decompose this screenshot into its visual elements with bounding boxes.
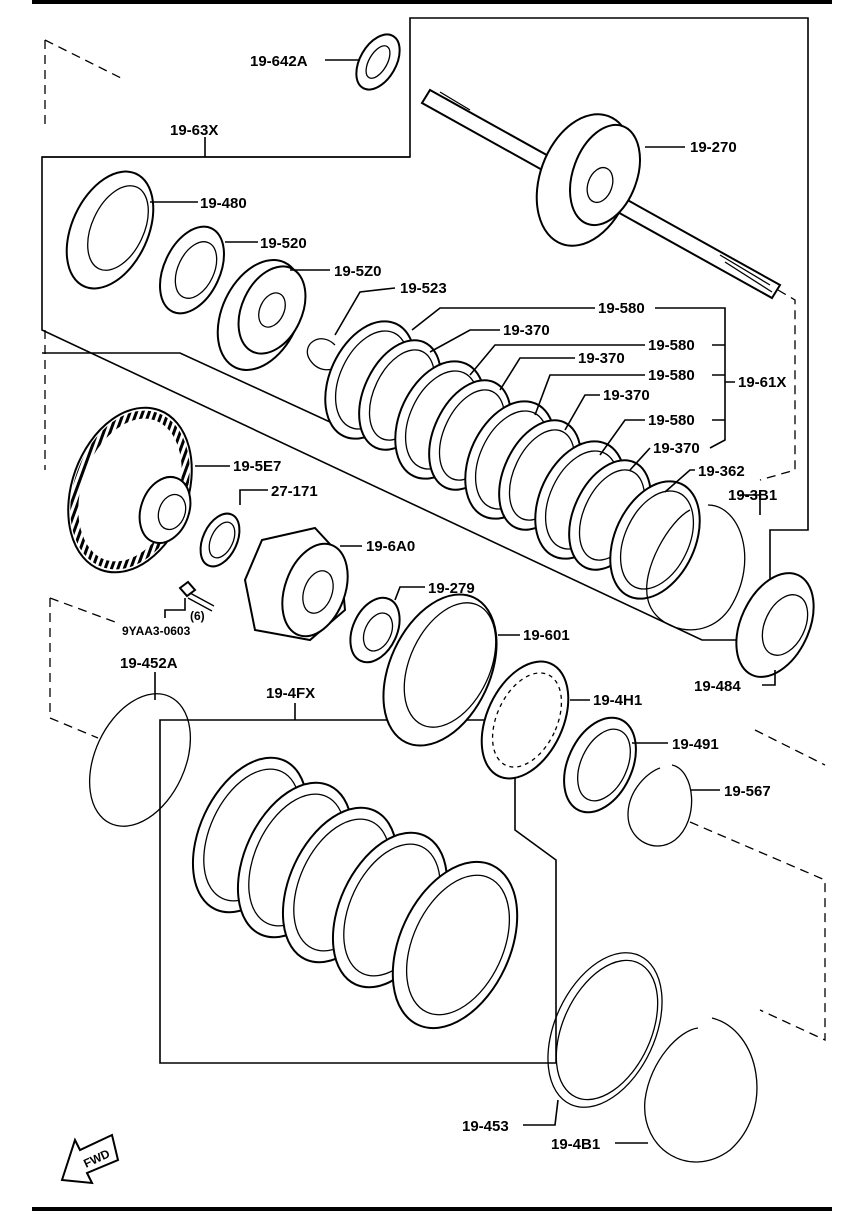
top-border [32, 0, 832, 4]
label-9YAA3-0603: 9YAA3-0603 [122, 624, 191, 638]
part-19-642A [355, 33, 401, 91]
group-19-63X-outline [42, 156, 410, 446]
label-19-362: 19-362 [698, 463, 745, 480]
label-19-567: 19-567 [724, 783, 771, 800]
label-19-484: 19-484 [694, 678, 741, 695]
label-19-4B1: 19-4B1 [551, 1136, 600, 1153]
fwd-arrow-icon: FWD [60, 1133, 120, 1185]
label-19-5E7: 19-5E7 [233, 458, 281, 475]
label-19-6A0: 19-6A0 [366, 538, 415, 555]
label-19-370-b: 19-370 [578, 350, 625, 367]
label-19-61X: 19-61X [738, 374, 786, 391]
label-19-370-d: 19-370 [653, 440, 700, 457]
part-19-6A0 [243, 526, 349, 642]
label-19-580-a: 19-580 [598, 300, 645, 317]
part-19-491 [563, 716, 637, 814]
part-19-567 [627, 764, 693, 847]
part-19-4H1 [480, 660, 570, 780]
part-9YAA3-0603-bolt [178, 580, 215, 612]
bottom-border [32, 1207, 832, 1211]
label-19-3B1: 19-3B1 [728, 487, 777, 504]
dashed-leader [689, 821, 826, 1042]
label-19-370-c: 19-370 [603, 387, 650, 404]
label-leaders [150, 59, 776, 1144]
label-19-601: 19-601 [523, 627, 570, 644]
label-19-642A: 19-642A [250, 53, 308, 70]
part-19-452A [88, 693, 192, 827]
label-19-580-c: 19-580 [648, 367, 695, 384]
label-19-270: 19-270 [690, 139, 737, 156]
part-19-270 [420, 88, 782, 300]
label-19-279: 19-279 [428, 580, 475, 597]
dashed-leader [49, 598, 99, 739]
label-19-491: 19-491 [672, 736, 719, 753]
part-19-279 [349, 596, 401, 664]
label-19-63X: 19-63X [170, 122, 218, 139]
dashed-leader [754, 729, 826, 766]
label-27-171: 27-171 [271, 483, 318, 500]
label-19-5Z0: 19-5Z0 [334, 263, 382, 280]
label-19-452A: 19-452A [120, 655, 178, 672]
dashed-leader [49, 597, 116, 623]
part-19-4FX [191, 756, 519, 1030]
label-19-453: 19-453 [462, 1118, 509, 1135]
part-19-453 [547, 952, 663, 1108]
part-19-3B1 [646, 504, 746, 631]
part-clutch-plates-19-61X [324, 320, 701, 600]
label-19-520: 19-520 [260, 235, 307, 252]
label-19-370-a: 19-370 [503, 322, 550, 339]
label-qty: (6) [190, 609, 205, 623]
label-19-4FX: 19-4FX [266, 685, 315, 702]
label-19-580-d: 19-580 [648, 412, 695, 429]
part-19-520 [159, 225, 225, 315]
part-19-480 [65, 170, 155, 290]
dashed-leader [44, 39, 126, 81]
label-19-523: 19-523 [400, 280, 447, 297]
part-27-171 [199, 512, 241, 568]
label-19-4H1: 19-4H1 [593, 692, 642, 709]
part-19-4B1 [644, 1017, 758, 1163]
part-19-5E7 [67, 406, 193, 574]
label-19-580-b: 19-580 [648, 337, 695, 354]
part-19-5Z0 [216, 259, 307, 371]
part-19-601 [382, 593, 498, 747]
label-19-480: 19-480 [200, 195, 247, 212]
part-19-484 [735, 572, 815, 678]
